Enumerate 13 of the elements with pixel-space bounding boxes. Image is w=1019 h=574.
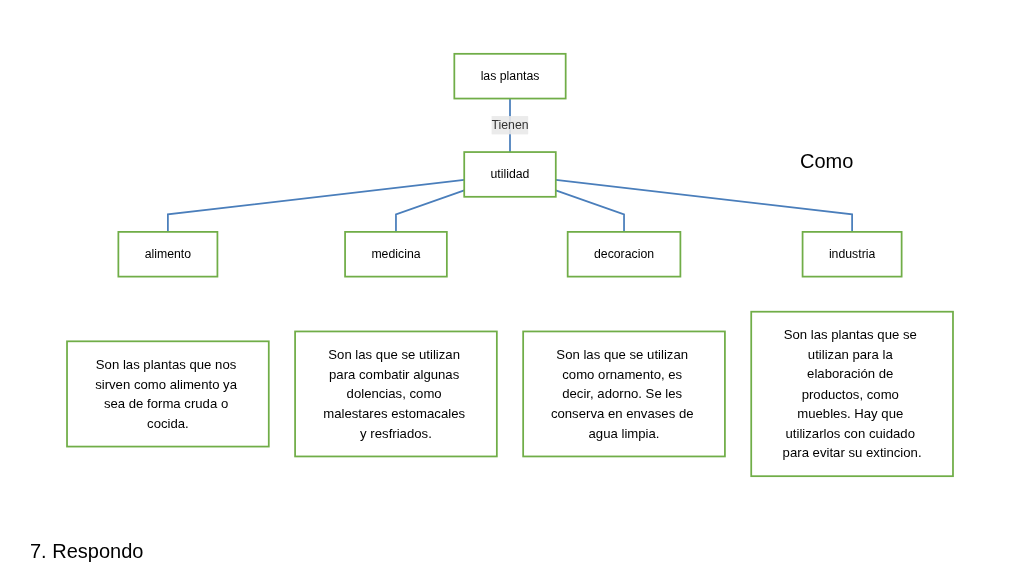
node-box: las plantas — [453, 52, 567, 100]
node-box: industria — [801, 231, 903, 278]
note-text: 7. Respondo — [30, 540, 144, 563]
node-box: Son las que se utilizan para combatir algunas dolencias, como malestares estomacales y resfriados. — [294, 330, 498, 458]
node-box: Son las plantas que nos sirven como alimento ya sea de forma cruda o cocida. — [66, 340, 270, 448]
node-box: alimento — [117, 231, 219, 278]
node-box: Son las plantas que se utilizan para la elaboración de productos, como muebles. Hay que utilizarlos con cuidado para evitar su extincion. — [750, 310, 954, 478]
edge-label: Tienen — [491, 117, 529, 132]
node-box: Son las que se utilizan como ornamento, es decir, adorno. Se les conserva en envases de agua limpia. — [522, 330, 726, 458]
node-box: utilidad — [463, 151, 557, 198]
node-box: decoracion — [566, 231, 682, 278]
node-box: medicina — [344, 231, 448, 278]
note-text: Como — [800, 150, 854, 173]
